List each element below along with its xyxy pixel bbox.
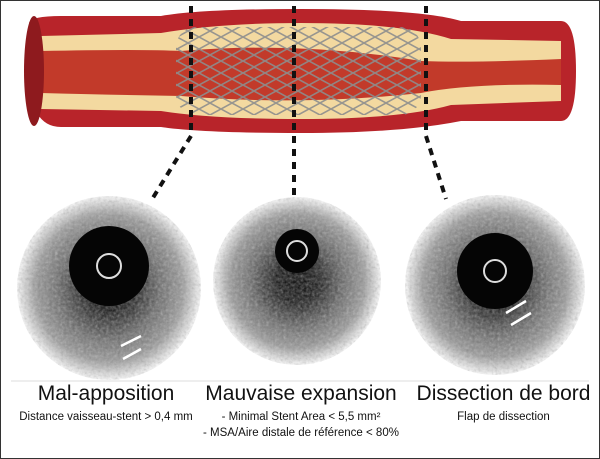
panel-title-edge-dissection: Dissection de bord [416, 382, 591, 405]
panel-detail-msa: - Minimal Stent Area < 5,5 mm² [221, 411, 381, 423]
panel-title-underexpansion: Mauvaise expansion [205, 382, 397, 405]
panel-detail-malapposition: Distance vaisseau-stent > 0,4 mm [19, 411, 193, 423]
panel-detail-msa-ratio: - MSA/Aire distale de référence < 80% [203, 427, 399, 439]
panel-detail-edge-dissection: Flap de dissection [457, 411, 550, 423]
arrow-icon [120, 334, 142, 361]
stent-mesh [176, 27, 421, 115]
arrow-icon [505, 299, 532, 327]
section-lines [149, 6, 448, 203]
vessel-illustration [24, 9, 576, 133]
ivus-image-edge-dissection [405, 195, 585, 375]
panel-title-malapposition: Mal-apposition [37, 382, 175, 405]
ivus-image-underexpansion [213, 197, 381, 365]
ivus-image-malapposition [17, 196, 201, 380]
